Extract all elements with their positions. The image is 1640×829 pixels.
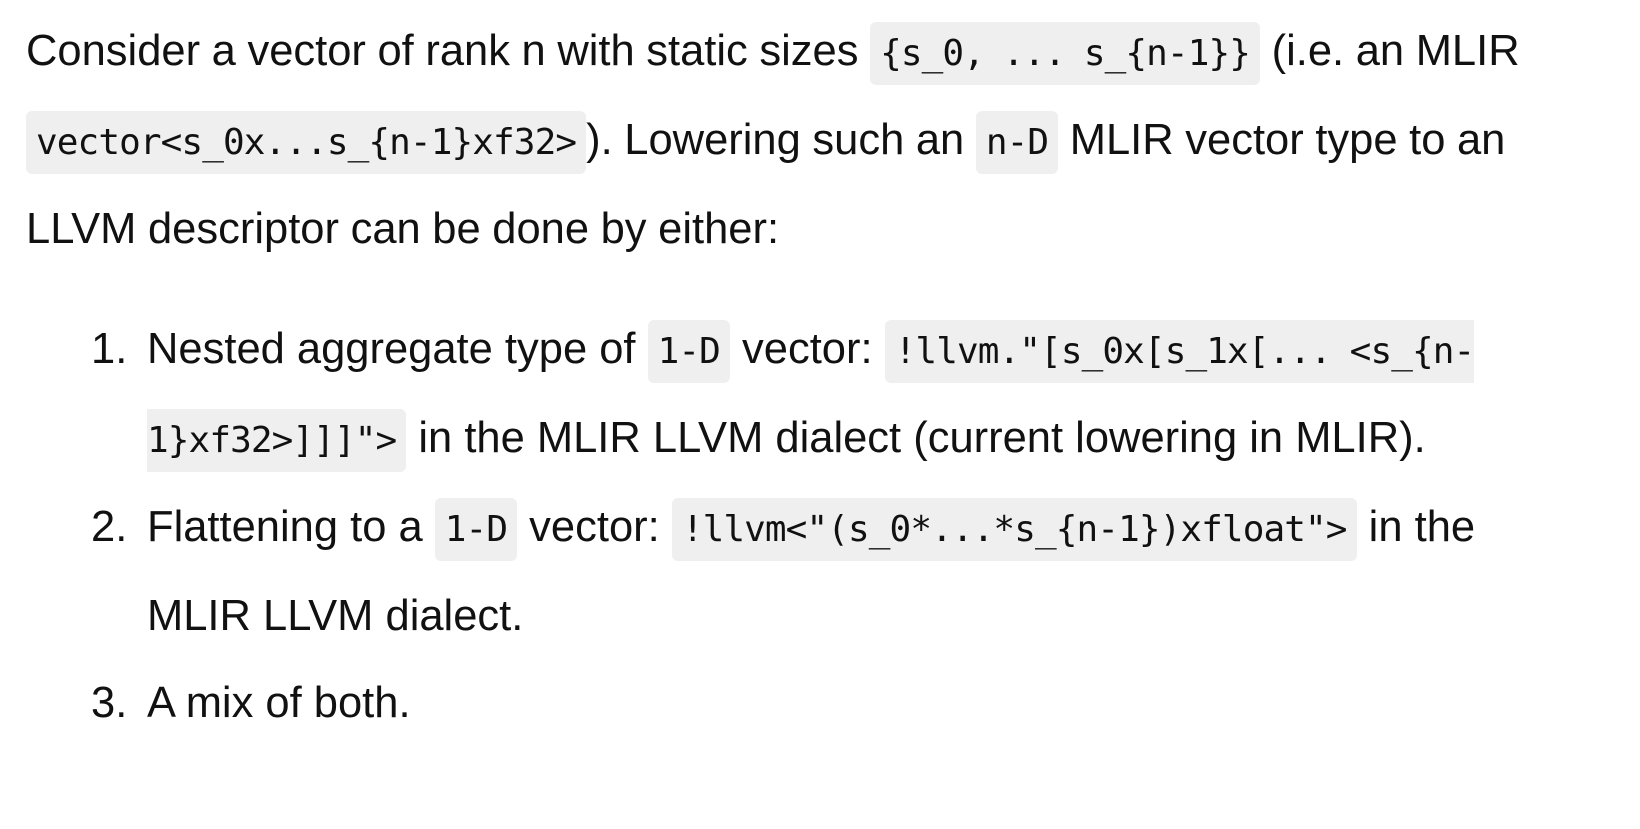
list-item-text-2: vector: xyxy=(517,503,672,551)
intro-text-3: ). Lowering such an xyxy=(586,116,976,164)
inline-code-flat-type: !llvm<"(s_0*...*s_{n-1})xfloat"> xyxy=(671,498,1357,561)
list-number: 2. xyxy=(91,503,128,551)
list-number: 3. xyxy=(91,679,128,727)
list-item-text-1: A mix of both. xyxy=(147,679,411,727)
inline-code-n-d: n-D xyxy=(975,111,1059,174)
lowering-options-list: 1. Nested aggregate type of 1-D vector: !… xyxy=(26,306,1626,747)
inline-code-1-d: 1-D xyxy=(434,498,518,561)
inline-code-sizes: {s_0, ... s_{n-1}} xyxy=(870,22,1261,85)
list-item-text-1: Nested aggregate type of xyxy=(147,325,648,373)
list-item-flattening: 2. Flattening to a 1-D vector: !llvm<"(s_… xyxy=(26,484,1587,660)
inline-code-1-d: 1-D xyxy=(647,320,730,383)
list-item-mix: 3. A mix of both. xyxy=(26,660,1587,747)
list-item-text-2: vector: xyxy=(729,325,885,373)
list-item-text-1: Flattening to a xyxy=(147,503,435,551)
list-item-text-3: in the MLIR LLVM dialect (current loweri… xyxy=(406,414,1426,462)
inline-code-vector-type: vector<s_0x...s_{n-1}xf32> xyxy=(26,111,587,174)
intro-text-2: (i.e. an MLIR xyxy=(1260,27,1520,75)
intro-text-4: MLIR vector type to an LLVM descriptor c… xyxy=(26,116,1506,253)
intro-paragraph: Consider a vector of rank n with static … xyxy=(26,8,1626,273)
list-item-nested-aggregate: 1.Nested aggregate type of 1-D vector: !… xyxy=(26,306,1587,484)
document-body: Consider a vector of rank n with static … xyxy=(26,8,1626,727)
list-number: 1. xyxy=(91,325,128,373)
intro-text-1: Consider a vector of rank n with static … xyxy=(26,27,871,75)
list-item-text-3: in the MLIR LLVM dialect. xyxy=(147,503,1476,640)
